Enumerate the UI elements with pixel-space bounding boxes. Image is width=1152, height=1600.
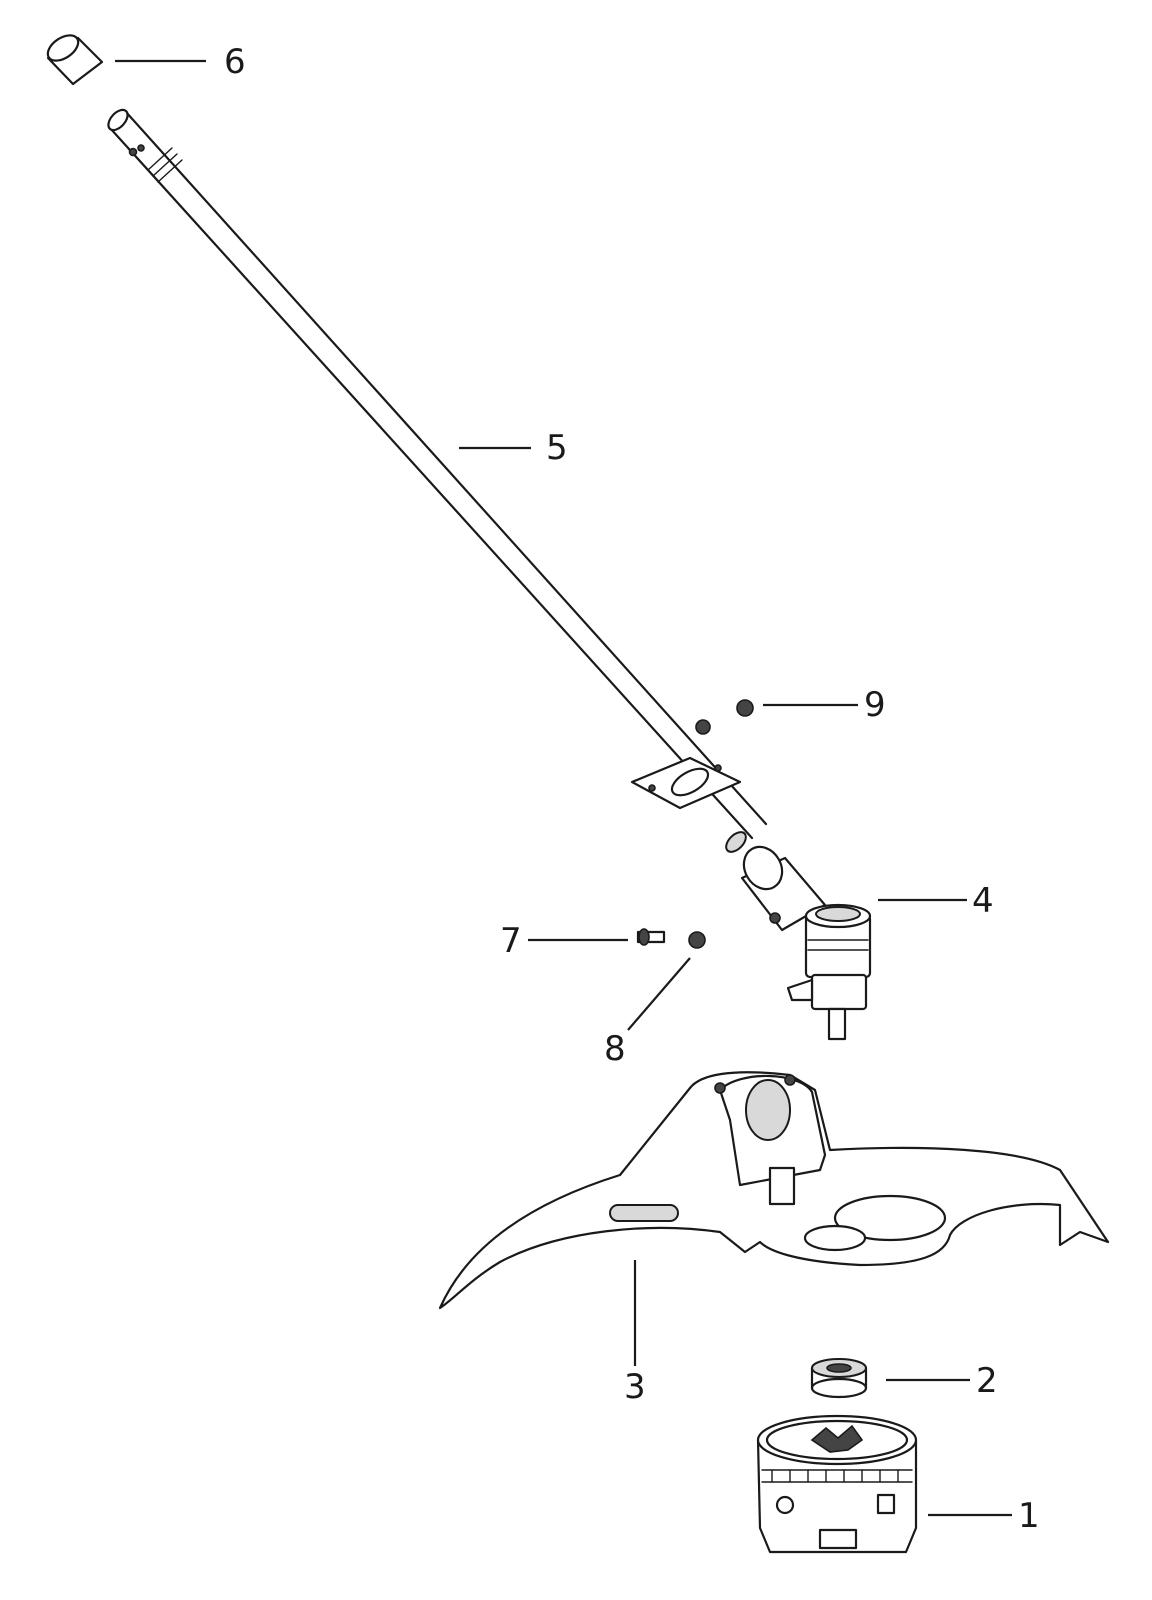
- callout-5: 5: [546, 428, 568, 468]
- leader-lines: [115, 59, 1012, 1517]
- callout-8: 8: [604, 1029, 626, 1069]
- part-8-nut: [688, 931, 706, 949]
- callout-1: 1: [1018, 1496, 1040, 1536]
- callout-3: 3: [624, 1367, 646, 1407]
- part-4-gear-head: [725, 831, 872, 1041]
- part-6-end-cap: [46, 34, 104, 86]
- callout-numbers: 6 5 9 4 7 8 3 2 1: [224, 42, 1040, 1536]
- callout-9: 9: [864, 685, 886, 725]
- part-9-screws: [695, 699, 754, 735]
- shaft-clamp-bracket: [630, 756, 742, 810]
- leader-8: [627, 957, 691, 1031]
- part-3-guard: [438, 1071, 1110, 1310]
- callout-7: 7: [500, 921, 522, 961]
- part-1-spool: [756, 1414, 918, 1554]
- callout-6: 6: [224, 42, 246, 82]
- part-2-bushing: [810, 1358, 868, 1399]
- part-5-shaft-tube: [107, 108, 768, 840]
- part-7-bolt: [636, 928, 666, 946]
- callout-2: 2: [976, 1361, 998, 1401]
- callout-4: 4: [972, 881, 994, 921]
